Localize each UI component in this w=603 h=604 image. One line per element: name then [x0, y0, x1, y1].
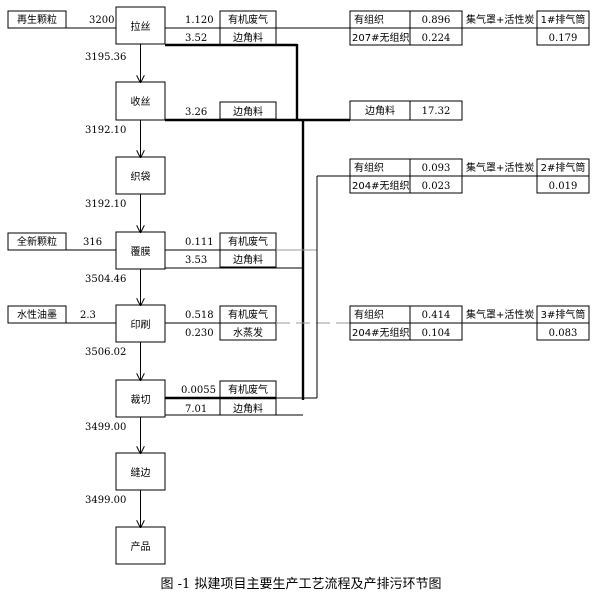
- t3-stack-value: 0.083: [549, 328, 578, 339]
- printing-steam-label: 水蒸发: [233, 326, 263, 339]
- printing-gas-label: 有机废气: [228, 308, 268, 321]
- drawing-scrap-label: 边角料: [233, 31, 263, 44]
- cutting-scrap-value: 7.01: [185, 404, 207, 415]
- t1-stack-label: 1#排气筒: [541, 13, 586, 26]
- t2-unorg-value: 0.023: [422, 181, 451, 192]
- laminating-scrap-label: 边角料: [233, 253, 263, 266]
- t3-unorg-value-box: [409, 322, 463, 341]
- input-qty-regranulate: 3200: [89, 15, 114, 26]
- flow-qty-2: 3192.10: [85, 125, 126, 136]
- process-label-laminating: 覆膜: [131, 246, 151, 258]
- input-qty-new-granule: 316: [83, 237, 102, 248]
- printing-steam-value: 0.230: [185, 328, 214, 339]
- t3-unorg-label: 204#无组织: [352, 326, 409, 339]
- scrap-total-value-box: [409, 100, 463, 121]
- input-label-ink: 水性油墨: [17, 308, 57, 321]
- process-box-sewing: [115, 452, 166, 491]
- process-label-printing: 印刷: [131, 319, 151, 331]
- t1-unorg-value: 0.224: [422, 33, 451, 44]
- process-label-drawing: 拉丝: [131, 20, 151, 33]
- t3-stack-value-box: [536, 322, 590, 341]
- drawing-gas-value: 1.120: [185, 15, 214, 26]
- t3-org-value: 0.414: [422, 310, 451, 321]
- t2-stack-value: 0.019: [549, 181, 578, 192]
- t2-unorg-value-box: [409, 175, 463, 194]
- cutting-scrap-label: 边角料: [233, 402, 263, 415]
- process-label-winding: 收丝: [131, 95, 151, 108]
- t1-unorg-value-box: [409, 27, 463, 46]
- t1-org-value: 0.896: [422, 15, 451, 26]
- t3-org-label: 有组织: [354, 308, 384, 321]
- t2-method: 集气罩+活性炭: [466, 161, 534, 174]
- flow-qty-3: 3192.10: [85, 199, 126, 210]
- flow-qty-7: 3499.00: [85, 495, 126, 506]
- flow-qty-6: 3499.00: [85, 422, 126, 433]
- process-label-product: 产品: [131, 540, 151, 553]
- scrap-total-label: 边角料: [365, 104, 395, 117]
- winding-scrap-label: 边角料: [233, 105, 263, 118]
- flow-qty-4: 3504.46: [85, 274, 126, 285]
- process-label-cutting: 裁切: [131, 393, 151, 406]
- drawing-gas-label: 有机废气: [228, 13, 268, 26]
- winding-scrap-value: 3.26: [185, 107, 207, 118]
- t1-org-label: 有组织: [354, 13, 384, 26]
- t2-org-label: 有组织: [354, 161, 384, 174]
- cutting-gas-value: 0.0055: [181, 385, 216, 396]
- t1-method: 集气罩+活性炭: [466, 13, 534, 26]
- t1-unorg-label: 207#无组织: [352, 31, 409, 44]
- t2-unorg-label: 204#无组织: [352, 179, 409, 192]
- process-label-sewing: 缝边: [131, 466, 151, 479]
- input-label-regranulate: 再生颗粒: [17, 13, 57, 26]
- printing-steam-label-box: [219, 322, 277, 341]
- process-box-product: [115, 526, 166, 565]
- laminating-gas-label: 有机废气: [228, 235, 268, 248]
- t2-stack-value-box: [536, 175, 590, 194]
- printing-gas-value: 0.518: [185, 310, 214, 321]
- t2-stack-label: 2#排气筒: [541, 161, 586, 174]
- t3-unorg-value: 0.104: [422, 328, 451, 339]
- drawing-scrap-value: 3.52: [185, 33, 207, 44]
- laminating-scrap-value: 3.53: [185, 255, 207, 266]
- figure-caption: 图 -1 拟建项目主要生产工艺流程及产排污环节图: [161, 577, 442, 592]
- input-label-new-granule: 全新颗粒: [17, 235, 57, 248]
- t1-stack-value-box: [536, 27, 590, 46]
- t3-stack-label: 3#排气筒: [541, 308, 586, 321]
- flow-qty-5: 3506.02: [85, 347, 126, 358]
- process-label-weaving: 织袋: [131, 170, 151, 183]
- scrap-total-value: 17.32: [422, 106, 451, 117]
- input-qty-ink: 2.3: [80, 310, 96, 321]
- t3-method: 集气罩+活性炭: [466, 308, 534, 321]
- t2-org-value: 0.093: [422, 163, 451, 174]
- flow-qty-1: 3195.36: [85, 52, 126, 63]
- t1-stack-value: 0.179: [549, 33, 578, 44]
- cutting-gas-label: 有机废气: [228, 383, 268, 396]
- laminating-scrap-label-box: [219, 249, 277, 268]
- process-box-drawing: [115, 6, 166, 45]
- laminating-gas-value: 0.111: [185, 237, 214, 248]
